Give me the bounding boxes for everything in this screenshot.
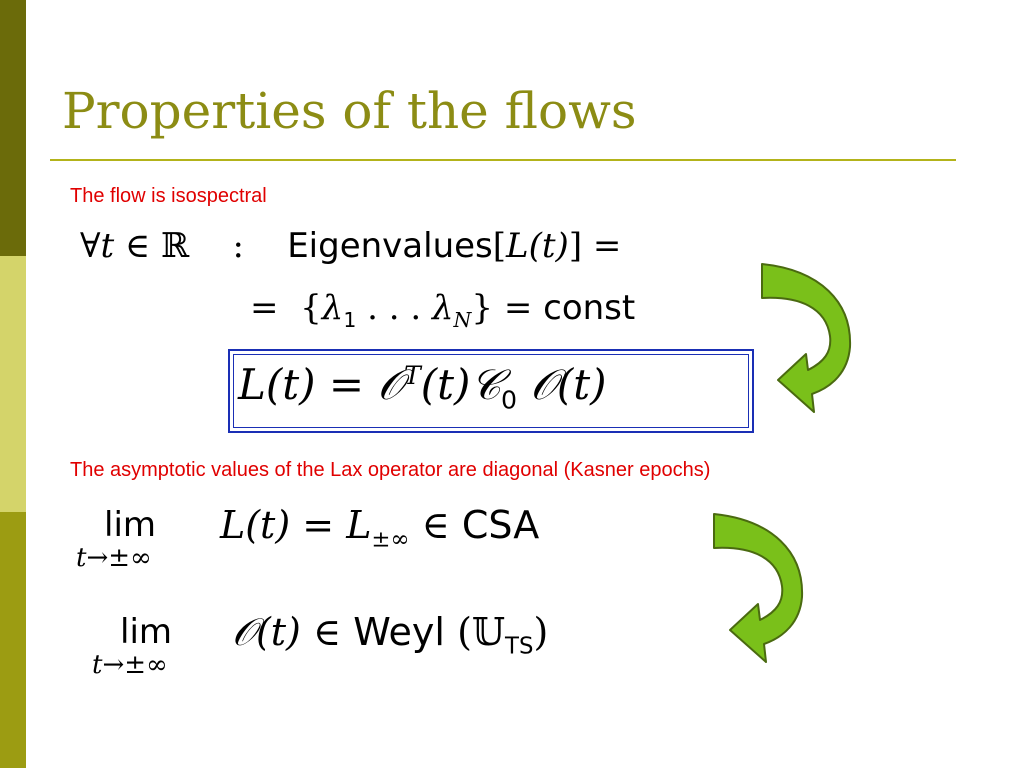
- lim-subscript-2: t→±∞: [92, 650, 168, 680]
- rparen: ): [533, 610, 549, 654]
- in-symbol: ∈: [421, 503, 450, 547]
- title-divider: [50, 159, 956, 161]
- sub-pm-inf: ±∞: [371, 526, 410, 553]
- eigenvalues-text: Eigenvalues: [287, 226, 493, 266]
- var-U: 𝕌: [471, 610, 506, 654]
- lambda-n: λ: [431, 288, 454, 328]
- curved-arrow-icon: [761, 263, 852, 413]
- side-bar-middle: [0, 256, 26, 512]
- ellipsis: . . .: [356, 288, 432, 328]
- equals-symbol: =: [328, 360, 365, 409]
- var-L-2: L: [346, 503, 372, 547]
- caption-asymptotic: The asymptotic values of the Lax operato…: [70, 459, 711, 481]
- side-bar-bottom: [0, 512, 26, 768]
- colon-symbol: :: [232, 226, 244, 266]
- equation-spectrum-const: = {λ1 . . . λN} = const: [250, 288, 635, 332]
- equation-limit-O: 𝒪(t) ∈ Weyl (𝕌TS): [232, 610, 548, 660]
- var-O-2: 𝒪: [530, 360, 557, 409]
- equation-lax-decomposition: L(t) = 𝒪T(t)𝒞0 𝒪(t): [238, 360, 607, 414]
- paren-t: (t): [245, 503, 291, 547]
- var-O: 𝒪: [232, 610, 256, 654]
- lambda-1: λ: [321, 288, 344, 328]
- boxed-equation-frame: [228, 349, 754, 433]
- lim-text-2: lim: [120, 612, 173, 652]
- paren-t: (t): [255, 610, 301, 654]
- equals-symbol: =: [302, 503, 335, 547]
- lparen: (: [457, 610, 472, 654]
- sub-n: N: [453, 307, 472, 332]
- equals-symbol: =: [250, 288, 279, 328]
- lbracket: [: [492, 226, 507, 266]
- curved-arrow-icon: [713, 513, 804, 663]
- rbracket: ]: [568, 226, 583, 266]
- var-t: t: [100, 226, 115, 266]
- var-O: 𝒪: [377, 360, 404, 409]
- sub-TS: TS: [505, 633, 534, 660]
- equation-limit-L: L(t) = L±∞ ∈ CSA: [220, 503, 539, 553]
- lim-text: lim: [104, 505, 157, 545]
- weyl-text: Weyl: [353, 610, 445, 654]
- sup-T: T: [403, 361, 421, 390]
- set-close: }: [471, 288, 494, 328]
- paren-t-2: (t): [420, 360, 471, 409]
- slide-title: Properties of the flows: [62, 82, 637, 140]
- boxed-equation-inner-frame: [233, 354, 749, 428]
- var-C: 𝒞: [470, 360, 502, 409]
- set-open: {: [300, 288, 322, 328]
- in-symbol: ∈: [312, 610, 342, 654]
- equals-symbol: =: [592, 226, 622, 266]
- sub-1: 1: [343, 307, 357, 332]
- csa-text: CSA: [461, 503, 540, 547]
- paren-t-3: (t): [556, 360, 607, 409]
- forall-symbol: ∀: [80, 226, 101, 266]
- sub-0: 0: [501, 385, 518, 415]
- var-L: L: [220, 503, 246, 547]
- paren-t: (t): [265, 360, 316, 409]
- caption-isospectral: The flow is isospectral: [70, 185, 267, 207]
- in-symbol: ∈: [125, 226, 151, 266]
- var-L: L: [506, 226, 529, 266]
- paren-t: (t): [528, 226, 569, 266]
- const-text: const: [543, 288, 636, 328]
- lim-subscript: t→±∞: [76, 543, 152, 573]
- equation-eigenvalues: ∀t ∈ ℝ : Eigenvalues[L(t)] =: [80, 226, 621, 266]
- reals-symbol: ℝ: [161, 226, 190, 266]
- equals-symbol-2: =: [503, 288, 533, 328]
- var-L: L: [238, 360, 266, 409]
- side-bar-top: [0, 0, 26, 256]
